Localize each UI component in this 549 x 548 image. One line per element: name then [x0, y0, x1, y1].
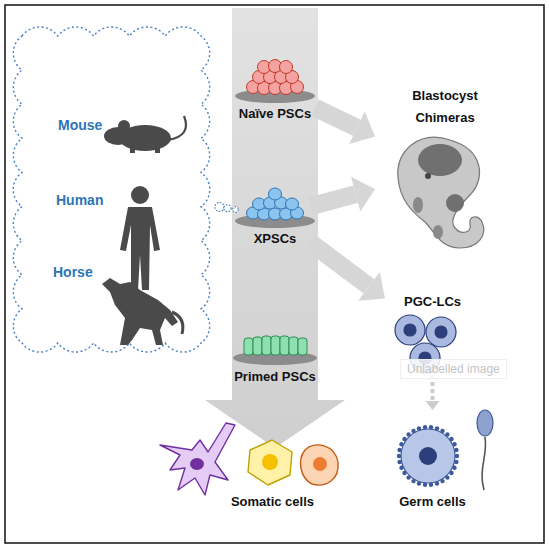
- zona-dot: [452, 466, 456, 470]
- zona-dot: [454, 460, 458, 464]
- cell-state-node: Primed PSCs: [222, 330, 328, 385]
- embryo: [398, 137, 484, 248]
- somatic-node: Somatic cells: [150, 405, 395, 510]
- node-text-group: Primed PSCs: [222, 368, 328, 385]
- connector: [308, 177, 375, 215]
- arrow-head: [426, 401, 440, 410]
- animal-silhouettes: [102, 116, 186, 345]
- connector-dot: [224, 205, 231, 212]
- node-text-group: Naïve PSCs: [235, 105, 315, 122]
- zona-dot: [397, 448, 401, 452]
- node-text-group: PGC-LCs: [385, 293, 480, 310]
- connector-shaft: [311, 100, 361, 136]
- zona-dot: [449, 471, 453, 475]
- arrow-head: [349, 112, 375, 144]
- zona-dot: [402, 471, 406, 475]
- zona-dot: [406, 432, 410, 436]
- node-label: Somatic cells: [150, 493, 395, 510]
- zona-dot: [455, 454, 459, 458]
- zona-dot: [397, 454, 401, 458]
- node-label: Primed PSCs: [222, 368, 328, 385]
- zona-dot: [435, 426, 439, 430]
- zona-dot: [445, 475, 449, 479]
- cell-state-node: XPSCs: [240, 185, 310, 247]
- connector: [426, 375, 440, 410]
- node-label: Naïve PSCs: [235, 105, 315, 122]
- zona-dot: [435, 481, 439, 485]
- node-text-group: Somatic cells: [150, 493, 395, 510]
- cell-state-node: Naïve PSCs: [235, 55, 315, 122]
- zona-dot: [429, 425, 433, 429]
- node-text-group: XPSCs: [240, 230, 310, 247]
- germ-node: Germ cells: [385, 410, 480, 510]
- connector: [215, 203, 238, 213]
- species-label: Horse: [53, 264, 93, 281]
- somatic-cells: [160, 423, 338, 495]
- zona-dot: [429, 483, 433, 487]
- zona-dot: [440, 429, 444, 433]
- zona-dot: [406, 475, 410, 479]
- node-text-group: Germ cells: [385, 493, 480, 510]
- zona-dot: [423, 425, 427, 429]
- zona-dot: [399, 442, 403, 446]
- species-label: Mouse: [58, 117, 102, 134]
- arrow-head: [358, 272, 385, 301]
- zona-dot: [399, 466, 403, 470]
- zona-dot: [440, 479, 444, 483]
- node-text-group: Blastocyst Chimeras: [375, 85, 515, 129]
- connector-shaft: [305, 235, 375, 294]
- connector-shaft: [308, 185, 358, 215]
- zona-dot: [452, 442, 456, 446]
- naive-cells: [235, 60, 315, 104]
- zona-dot: [402, 437, 406, 441]
- zona-dot: [397, 460, 401, 464]
- watermark-label: Unlabelled image: [400, 359, 507, 379]
- arrow-head: [351, 177, 375, 212]
- chimera-node: Blastocyst Chimeras: [375, 85, 515, 255]
- primed-cells: [233, 336, 317, 365]
- zona-dot: [417, 481, 421, 485]
- zona-dot: [423, 483, 427, 487]
- node-label: PGC-LCs: [385, 293, 480, 310]
- connector: [305, 235, 385, 301]
- cloud-border: [13, 27, 209, 352]
- node-label: Blastocyst Chimeras: [400, 85, 490, 129]
- connector-dot: [215, 203, 224, 212]
- cloud-outline: [8, 22, 215, 357]
- connector-dot: [233, 207, 239, 213]
- frame: [5, 5, 544, 543]
- zona-dot: [454, 448, 458, 452]
- xpsc-cells: [235, 188, 315, 228]
- zona-dot: [411, 479, 415, 483]
- species-cloud: MouseHumanHorse: [8, 22, 215, 357]
- node-label: Germ cells: [385, 493, 480, 510]
- connector: [311, 100, 375, 144]
- zona-dot: [411, 429, 415, 433]
- potency-arrow: [205, 8, 345, 448]
- species-label: Human: [56, 192, 103, 209]
- node-label: XPSCs: [240, 230, 310, 247]
- zona-dot: [445, 432, 449, 436]
- zona-dot: [417, 426, 421, 430]
- germ-cells: [397, 410, 493, 490]
- zona-dot: [449, 437, 453, 441]
